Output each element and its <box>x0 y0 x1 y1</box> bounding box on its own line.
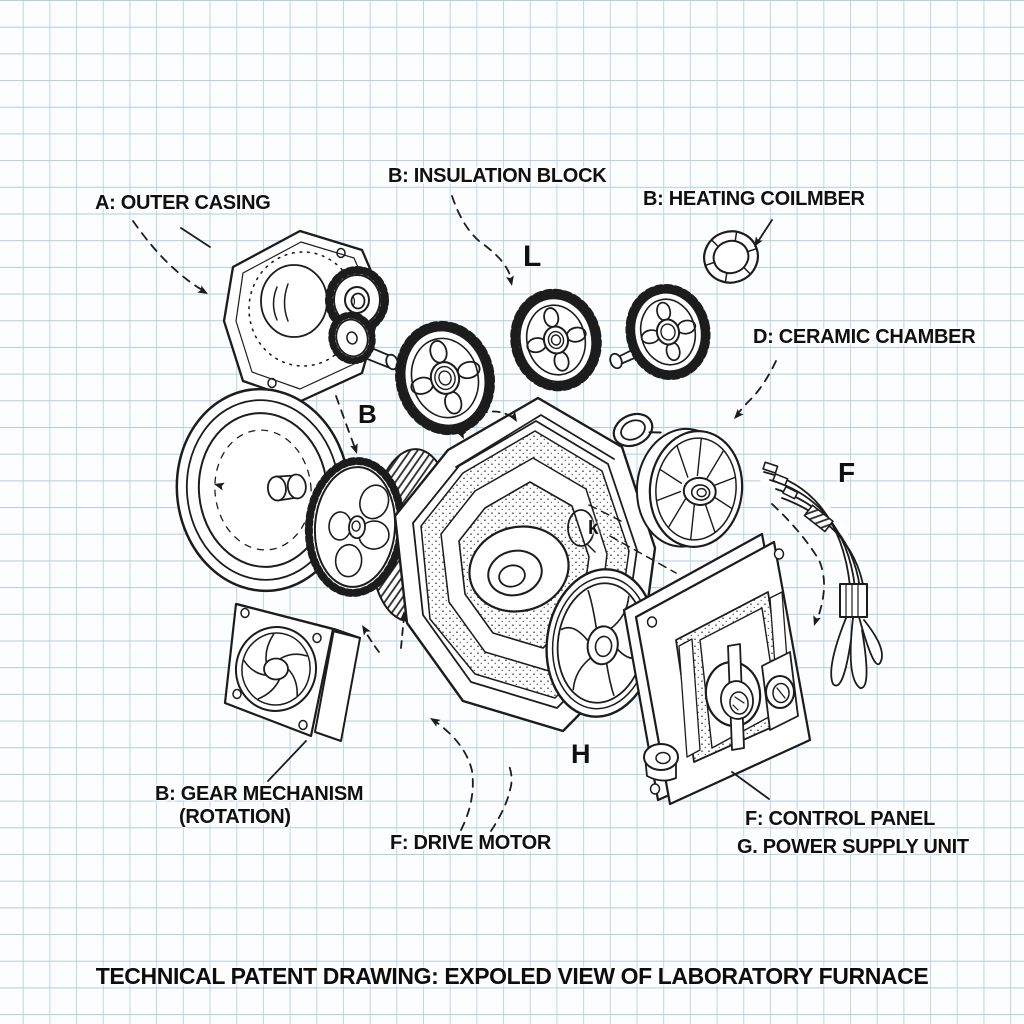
panel-foot <box>643 743 679 782</box>
gear-mech-leader-line <box>267 740 307 782</box>
label-gear-mechanism-line2: (ROTATION) <box>179 806 291 828</box>
callout-letter-f: F <box>838 457 856 488</box>
panel-leader-line <box>731 771 770 800</box>
heating-coil-ring <box>703 230 759 284</box>
retaining-ring <box>612 412 662 448</box>
label-heating-coil: B: HEATING COILMBER <box>643 188 865 210</box>
label-ceramic-chamber: D: CERAMIC CHAMBER <box>753 326 976 348</box>
label-power-supply: G. POWER SUPPLY UNIT <box>737 836 969 858</box>
small-gear-shaft <box>328 311 399 371</box>
callout-letter-b: B <box>358 399 377 429</box>
control-knob <box>704 643 762 751</box>
hub-pin <box>266 473 307 502</box>
panel-button <box>761 651 799 731</box>
callout-letter-k: k <box>588 518 599 539</box>
spur-gear-3 <box>609 283 711 381</box>
control-panel-part <box>622 532 812 806</box>
casing-boss-gear <box>325 266 389 334</box>
cooling-fan <box>223 602 361 742</box>
callout-letter-l: L <box>523 240 542 273</box>
label-insulation-block: B: INSULATION BLOCK <box>388 165 607 187</box>
label-control-panel: F: CONTROL PANEL <box>745 808 936 830</box>
harness-band <box>839 583 868 618</box>
outer-casing-part <box>222 229 389 403</box>
label-outer-casing: A: OUTER CASING <box>95 192 271 214</box>
label-drive-motor: F: DRIVE MOTOR <box>390 832 551 854</box>
wire-harness <box>760 461 883 689</box>
arrowheads <box>197 236 821 727</box>
leader-lines <box>132 195 825 832</box>
impeller-disc <box>635 427 744 548</box>
drawing-caption: TECHNICAL PATENT DRAWING: EXPOLED VIEW O… <box>95 963 929 989</box>
spur-gear-2 <box>510 288 602 392</box>
casing-leader-line <box>180 227 211 248</box>
worm-gear-rotor <box>304 457 406 597</box>
callout-letter-h: H <box>571 739 591 769</box>
label-gear-mechanism-line1: B: GEAR MECHANISM <box>155 783 364 805</box>
gear-train <box>394 283 711 436</box>
label-gear-mechanism: B: GEAR MECHANISM (ROTATION) <box>155 783 364 829</box>
sight-port-circle <box>567 509 595 547</box>
spur-gear-1 <box>394 320 496 436</box>
